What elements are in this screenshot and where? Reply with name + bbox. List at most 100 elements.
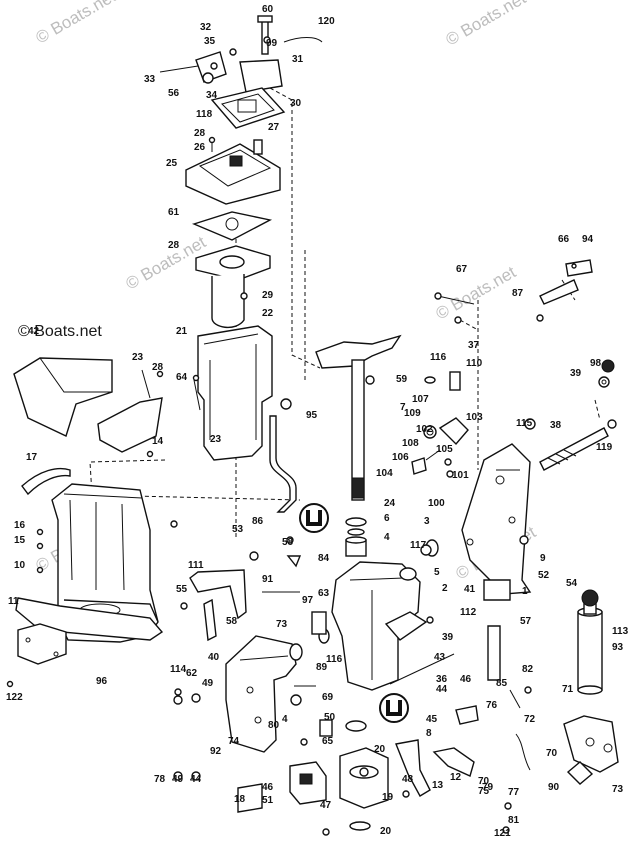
callout-label: 4: [282, 714, 288, 725]
callout-label: 95: [306, 410, 318, 421]
grease-symbol-icon: [299, 503, 329, 533]
seal-strip-14: [21, 467, 71, 496]
stern-bracket-right: [461, 443, 532, 595]
lower-cover-42: [97, 369, 163, 453]
callout-label: 50: [324, 712, 336, 723]
callout-label: 64: [176, 372, 188, 383]
watermark-right-mid: © Boats.net: [433, 262, 520, 323]
callout-label: 22: [262, 308, 274, 319]
callout-label: 115: [516, 418, 533, 429]
callout-label: 97: [302, 595, 314, 606]
callout-label: 46: [460, 674, 472, 685]
callout-label: 12: [450, 772, 462, 783]
callout-label: 70: [478, 776, 490, 787]
swivel-bracket: [318, 539, 439, 691]
callout-label: 65: [322, 736, 334, 747]
tilt-tube-38: [539, 419, 617, 471]
callout-label: 2: [442, 583, 448, 594]
callout-label: 54: [566, 578, 578, 589]
callout-label: 67: [456, 264, 468, 275]
steering-friction-parts: [411, 371, 469, 478]
callout-label: 6: [384, 513, 390, 524]
callout-label: 17: [26, 452, 38, 463]
callout-label: 28: [152, 362, 164, 373]
callout-label: 98: [590, 358, 602, 369]
callout-label: 24: [384, 498, 396, 509]
callout-label: 34: [206, 90, 218, 101]
cylinder-mount-92: [563, 715, 619, 773]
callout-label: 55: [176, 584, 188, 595]
callout-label: 59: [396, 374, 408, 385]
callout-label: 104: [376, 468, 393, 479]
callout-label: 5: [434, 567, 440, 578]
callout-label: 20: [374, 744, 386, 755]
callout-label: 92: [210, 746, 222, 757]
callout-label: 52: [538, 570, 550, 581]
callout-label: 16: [14, 520, 26, 531]
callout-label: 85: [496, 678, 508, 689]
misc-hardware: [189, 555, 594, 797]
callout-label: 107: [412, 394, 429, 405]
callout-label: 20: [380, 826, 392, 837]
callout-label: 49: [202, 678, 214, 689]
callout-label: 82: [522, 664, 534, 675]
callout-label: 14: [152, 436, 164, 447]
callout-label: 27: [268, 122, 280, 133]
callout-label: 61: [168, 207, 180, 218]
callout-label: 122: [6, 692, 23, 703]
callout-label: 77: [508, 787, 520, 798]
callout-label: 58: [282, 537, 294, 548]
callout-label: 72: [524, 714, 536, 725]
callout-label: 51: [262, 795, 274, 806]
callout-label: 105: [436, 444, 453, 455]
bearing-stack: [345, 517, 367, 557]
linkage-96-94: [434, 259, 593, 324]
cover-plate-10: [17, 623, 67, 665]
callout-label: 31: [292, 54, 304, 65]
callout-label: 19: [382, 792, 394, 803]
callout-label: 43: [434, 652, 446, 663]
callout-label: 86: [252, 516, 264, 527]
callout-label: 30: [290, 98, 302, 109]
exhaust-tube-22: [192, 325, 273, 461]
callout-label: 3: [424, 516, 430, 527]
callout-label: 46: [262, 782, 274, 793]
callout-label: 100: [428, 498, 445, 509]
gasket-plate-30: [210, 87, 286, 129]
callout-label: 44: [190, 774, 202, 785]
callout-label: 83: [0, 0, 12, 3]
callout-label: 62: [186, 668, 198, 679]
callout-label: 89: [316, 662, 328, 673]
callout-label: 73: [276, 619, 288, 630]
callout-label: 117: [410, 540, 427, 551]
callout-label: 110: [466, 358, 483, 369]
callout-label: 116: [430, 352, 447, 363]
callout-label: 99: [266, 38, 278, 49]
water-tube-24: [269, 398, 297, 513]
callout-label: 56: [168, 88, 180, 99]
clamp-12: [339, 747, 389, 831]
callout-label: 10: [14, 560, 26, 571]
callout-label: 119: [596, 442, 613, 453]
callout-label: 81: [508, 815, 520, 826]
callout-label: 23: [210, 434, 222, 445]
callout-label: 118: [196, 109, 213, 120]
callout-label: 48: [402, 774, 414, 785]
callout-label: 121: [494, 828, 511, 839]
callout-label: 53: [232, 524, 244, 535]
callout-label: 1: [522, 586, 528, 597]
callout-label: 57: [520, 616, 532, 627]
stern-bracket-left: [225, 635, 303, 753]
callout-label: 74: [228, 736, 240, 747]
callout-label: 41: [464, 584, 476, 595]
callout-label: 18: [234, 794, 246, 805]
callout-label: 87: [512, 288, 524, 299]
callout-label: 9: [540, 553, 546, 564]
callout-label: 36: [436, 674, 448, 685]
callout-label: 113: [612, 626, 629, 637]
callout-label: 103: [466, 412, 483, 423]
callout-label: 90: [548, 782, 560, 793]
callout-label: 120: [318, 16, 335, 27]
callout-label: 44: [436, 684, 448, 695]
